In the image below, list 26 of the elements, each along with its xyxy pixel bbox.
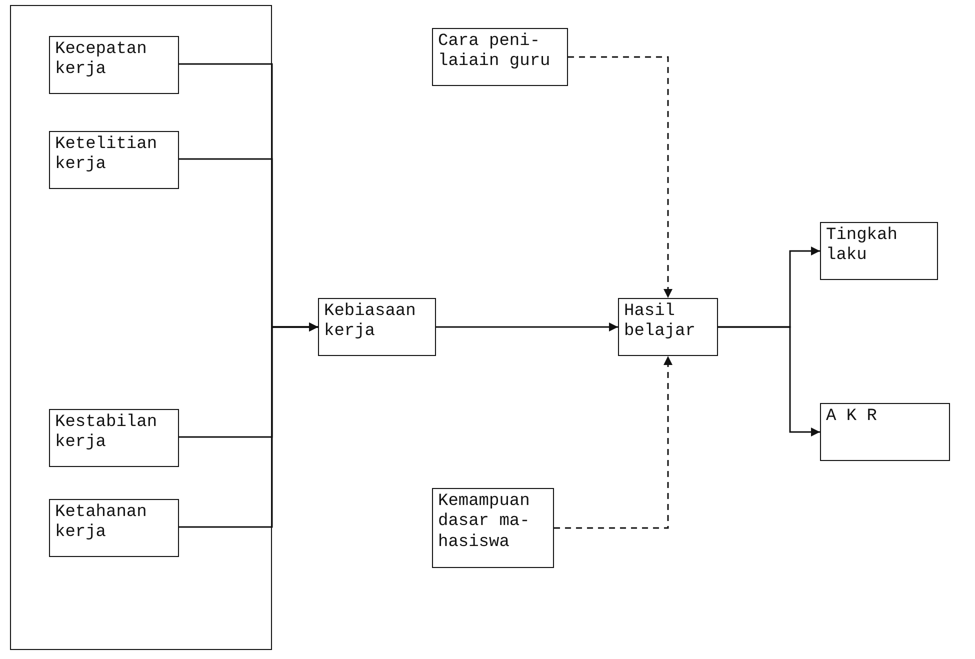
dashed-arrow xyxy=(554,356,672,529)
box-label: A K R xyxy=(826,407,878,428)
arrow xyxy=(436,322,618,332)
box-label: Cara peni- laiain guru xyxy=(438,32,552,73)
process-box xyxy=(618,298,718,356)
box-label: Ketahanan kerja xyxy=(55,503,148,544)
process-box xyxy=(49,36,179,94)
arrow xyxy=(178,322,318,528)
process-box xyxy=(49,409,179,467)
process-box xyxy=(432,488,554,568)
box-label: Ketelitian kerja xyxy=(55,135,158,176)
box-label: Kestabilan kerja xyxy=(55,413,158,454)
group-frame xyxy=(10,5,272,650)
arrow xyxy=(718,326,820,436)
process-box xyxy=(49,499,179,557)
process-box xyxy=(820,222,938,280)
box-label: Kebiasaan kerja xyxy=(324,302,417,343)
box-label: Kemampuan dasar ma- hasiswa xyxy=(438,492,531,554)
box-label: Tingkah laku xyxy=(826,226,898,267)
box-label: Hasil belajar xyxy=(624,302,696,343)
process-box xyxy=(49,131,179,189)
process-box xyxy=(318,298,436,356)
box-label: Kecepatan kerja xyxy=(55,40,148,81)
process-box xyxy=(820,403,950,461)
dashed-arrow xyxy=(568,56,672,298)
process-box xyxy=(432,28,568,86)
